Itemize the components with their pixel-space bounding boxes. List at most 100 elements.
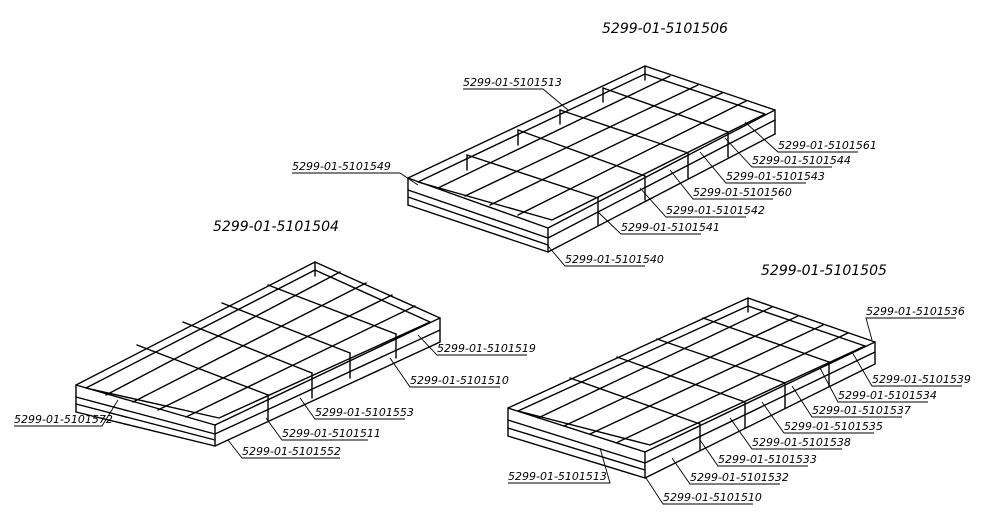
assembly-5101505: 5299-01-5101505 52 [507, 263, 971, 505]
leader-line [699, 151, 806, 184]
leader-line [729, 417, 842, 450]
part-label: 5299-01-5101539 [872, 373, 971, 386]
assembly-5101504: 5299-01-5101504 52 [14, 219, 536, 459]
part-label: 5299-01-5101519 [437, 342, 536, 355]
labels-5101504: 5299-01-5101519 5299-01-5101510 5299-01-… [14, 334, 536, 459]
labels-5101506: 5299-01-5101513 5299-01-5101549 5299-01-… [292, 76, 877, 267]
cross-bar [132, 282, 367, 403]
part-label: 5299-01-5101510 [663, 491, 762, 504]
part-label: 5299-01-5101534 [838, 389, 937, 402]
transverse-member [517, 129, 646, 177]
cross-bar [157, 294, 393, 411]
part-label: 5299-01-5101553 [315, 406, 414, 419]
transverse-member [702, 317, 830, 363]
frame-edge [644, 351, 876, 464]
frame-edge [75, 396, 216, 435]
frame-5101504 [75, 261, 441, 447]
frame-5101506 [407, 65, 776, 253]
leader-line [645, 477, 753, 505]
labels-5101505: 5299-01-5101536 5299-01-5101539 5299-01-… [508, 305, 971, 505]
part-label: 5299-01-5101510 [410, 374, 509, 387]
assembly-5101506: 5299-01-5101506 [292, 21, 877, 267]
part-label: 5299-01-5101541 [621, 221, 720, 234]
part-label: 5299-01-5101552 [242, 445, 341, 458]
frame-edge [507, 435, 646, 479]
leader-line [417, 334, 527, 356]
cross-bar [185, 305, 416, 418]
leader-line [744, 121, 858, 153]
transverse-member [182, 321, 313, 374]
leader-line [699, 439, 808, 467]
part-label: 5299-01-5101544 [752, 154, 851, 167]
leader-line [597, 211, 701, 235]
leader-line [761, 401, 874, 434]
frame-edge [214, 341, 441, 447]
leader-line [265, 417, 368, 441]
part-label: 5299-01-5101549 [292, 160, 391, 173]
frame-edge [507, 427, 646, 471]
frame-edge [547, 119, 776, 239]
frame-inner-rim [85, 269, 431, 419]
leader-line [639, 187, 746, 218]
transverse-member [136, 344, 269, 396]
part-label: 5299-01-5101542 [666, 204, 765, 217]
leader-line [671, 457, 780, 485]
leader-line [791, 385, 902, 418]
cross-bar [537, 306, 773, 419]
frame-5101505 [507, 297, 876, 479]
leader-line [14, 399, 119, 427]
leader-line [508, 447, 611, 484]
cross-bar [563, 315, 799, 427]
transverse-member [221, 302, 351, 354]
transverse-member [656, 338, 786, 384]
assembly-title-5101504: 5299-01-5101504 [213, 219, 339, 235]
leader-line [299, 397, 405, 420]
cross-bar [517, 100, 747, 216]
part-label: 5299-01-5101572 [14, 413, 113, 426]
part-label: 5299-01-5101513 [508, 470, 607, 483]
leader-line [227, 439, 340, 459]
frame-edge [75, 403, 216, 441]
cross-bar [615, 332, 849, 444]
frame-edge [407, 196, 549, 246]
part-label: 5299-01-5101536 [866, 305, 965, 318]
cross-bar [437, 75, 671, 189]
frame-edge [644, 363, 876, 479]
part-label: 5299-01-5101560 [693, 186, 792, 199]
frame-edge [547, 133, 776, 253]
transverse-member [559, 109, 689, 154]
frame-edge [407, 204, 549, 253]
part-label: 5299-01-5101538 [752, 436, 851, 449]
leader-line [724, 137, 832, 168]
leader-line [669, 169, 773, 200]
leader-line [389, 357, 500, 388]
part-label: 5299-01-5101537 [812, 404, 911, 417]
transverse-member [602, 87, 729, 133]
leader-line [865, 317, 956, 341]
frame-inner-rim [417, 73, 766, 221]
frame-edge [214, 329, 441, 435]
transverse-member [569, 377, 701, 425]
transverse-member [267, 284, 397, 335]
frame-edge [407, 189, 549, 239]
frame-inner-rim [517, 305, 866, 446]
assembly-title-5101505: 5299-01-5101505 [761, 263, 887, 279]
leader-line [819, 367, 928, 403]
frame-edge [507, 419, 646, 464]
assembly-title-5101506: 5299-01-5101506 [602, 21, 728, 37]
part-label: 5299-01-5101540 [565, 253, 664, 266]
transverse-member [466, 154, 599, 199]
part-label: 5299-01-5101543 [726, 170, 825, 183]
leader-line [463, 88, 569, 111]
part-label: 5299-01-5101532 [690, 471, 789, 484]
part-label: 5299-01-5101561 [778, 139, 877, 152]
part-label: 5299-01-5101535 [784, 420, 883, 433]
cross-bar [105, 271, 341, 396]
leader-line [547, 245, 645, 267]
leader-line [851, 351, 962, 387]
cross-bar [489, 92, 723, 206]
transverse-member [616, 356, 746, 403]
part-label: 5299-01-5101511 [282, 427, 381, 440]
